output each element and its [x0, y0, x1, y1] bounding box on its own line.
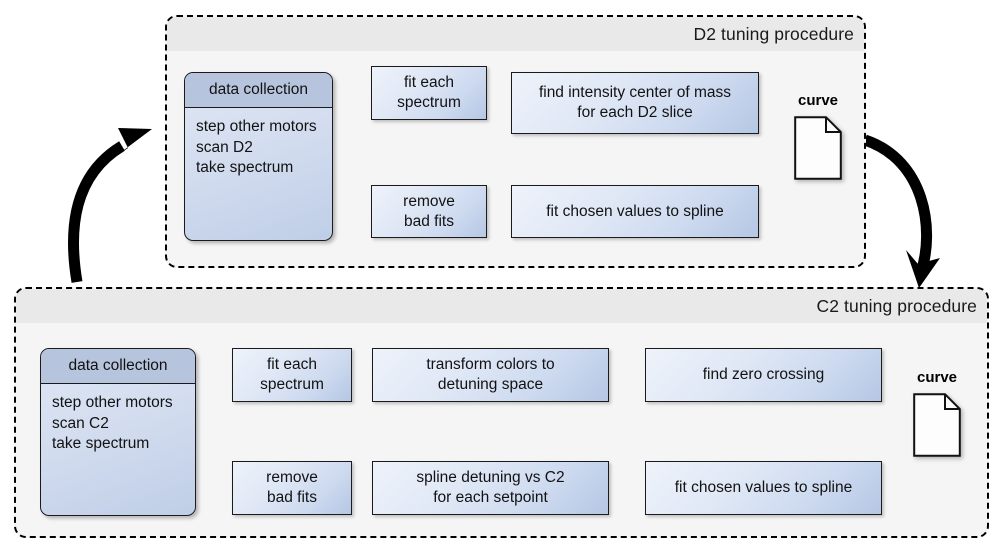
loop-arrow-down: [863, 134, 940, 288]
c2-step-spline-detuning[interactable]: spline detuning vs C2 for each setpoint: [372, 461, 609, 515]
c2-data-collection-body: step other motors scan C2 take spectrum: [41, 384, 195, 455]
d2-step-find-center-of-mass[interactable]: find intensity center of mass for each D…: [511, 72, 759, 134]
d2-remove-line-1: remove: [403, 192, 455, 210]
d2-data-collection-body: step other motors scan D2 take spectrum: [185, 108, 332, 179]
d2-fit-line-1: fit each: [404, 74, 454, 92]
c2-step-fit-each-spectrum[interactable]: fit each spectrum: [232, 348, 352, 402]
document-icon: [913, 393, 961, 457]
document-icon: [794, 116, 842, 180]
d2-title: D2 tuning procedure: [693, 23, 854, 44]
d2-dc-line-3: take spectrum: [196, 159, 294, 177]
c2-output-curve[interactable]: curve: [913, 369, 961, 457]
c2-curve-label: curve: [916, 369, 958, 386]
c2-header-bar: C2 tuning procedure: [16, 289, 987, 323]
c2-remove-line-1: remove: [266, 469, 318, 487]
c2-remove-line-2: bad fits: [267, 489, 317, 506]
d2-com-line-1: find intensity center of mass: [538, 84, 732, 102]
d2-spline-label: fit chosen values to spline: [546, 202, 724, 220]
c2-dc-line-3: take spectrum: [52, 435, 150, 453]
c2-splinedet-line-2: for each setpoint: [433, 489, 548, 506]
d2-output-curve[interactable]: curve: [794, 92, 842, 180]
c2-transform-line-2: detuning space: [437, 376, 544, 393]
c2-step-transform-colors[interactable]: transform colors to detuning space: [372, 348, 609, 402]
d2-data-collection-box[interactable]: data collection step other motors scan D…: [184, 72, 333, 241]
d2-step-fit-values-to-spline[interactable]: fit chosen values to spline: [511, 185, 759, 238]
c2-title: C2 tuning procedure: [816, 295, 977, 316]
c2-splinedet-line-1: spline detuning vs C2: [416, 469, 565, 487]
d2-step-fit-each-spectrum[interactable]: fit each spectrum: [371, 66, 487, 120]
d2-step-remove-bad-fits[interactable]: remove bad fits: [371, 185, 487, 238]
d2-header-bar: D2 tuning procedure: [167, 17, 864, 51]
c2-zero-label: find zero crossing: [702, 366, 825, 384]
d2-dc-line-1: step other motors: [196, 118, 317, 135]
d2-com-line-2: for each D2 slice: [577, 104, 693, 121]
c2-fit-line-1: fit each: [267, 356, 317, 374]
c2-dc-line-1: step other motors: [52, 394, 173, 411]
d2-data-collection-header: data collection: [185, 73, 332, 108]
c2-data-collection-box[interactable]: data collection step other motors scan C…: [40, 348, 196, 516]
d2-dc-line-2: scan D2: [196, 138, 253, 156]
d2-remove-line-2: bad fits: [404, 212, 454, 230]
c2-transform-line-1: transform colors to: [426, 356, 555, 374]
c2-step-remove-bad-fits[interactable]: remove bad fits: [232, 461, 352, 515]
c2-fit-line-2: spectrum: [260, 376, 324, 393]
c2-spline-label: fit chosen values to spline: [674, 479, 853, 497]
loop-arrow-up: [67, 128, 152, 283]
c2-step-find-zero-crossing[interactable]: find zero crossing: [645, 348, 882, 402]
c2-dc-line-2: scan C2: [52, 414, 109, 432]
c2-data-collection-header: data collection: [41, 349, 195, 384]
d2-fit-line-2: spectrum: [397, 94, 461, 111]
c2-step-fit-values-to-spline[interactable]: fit chosen values to spline: [645, 461, 882, 515]
d2-curve-label: curve: [797, 92, 839, 109]
